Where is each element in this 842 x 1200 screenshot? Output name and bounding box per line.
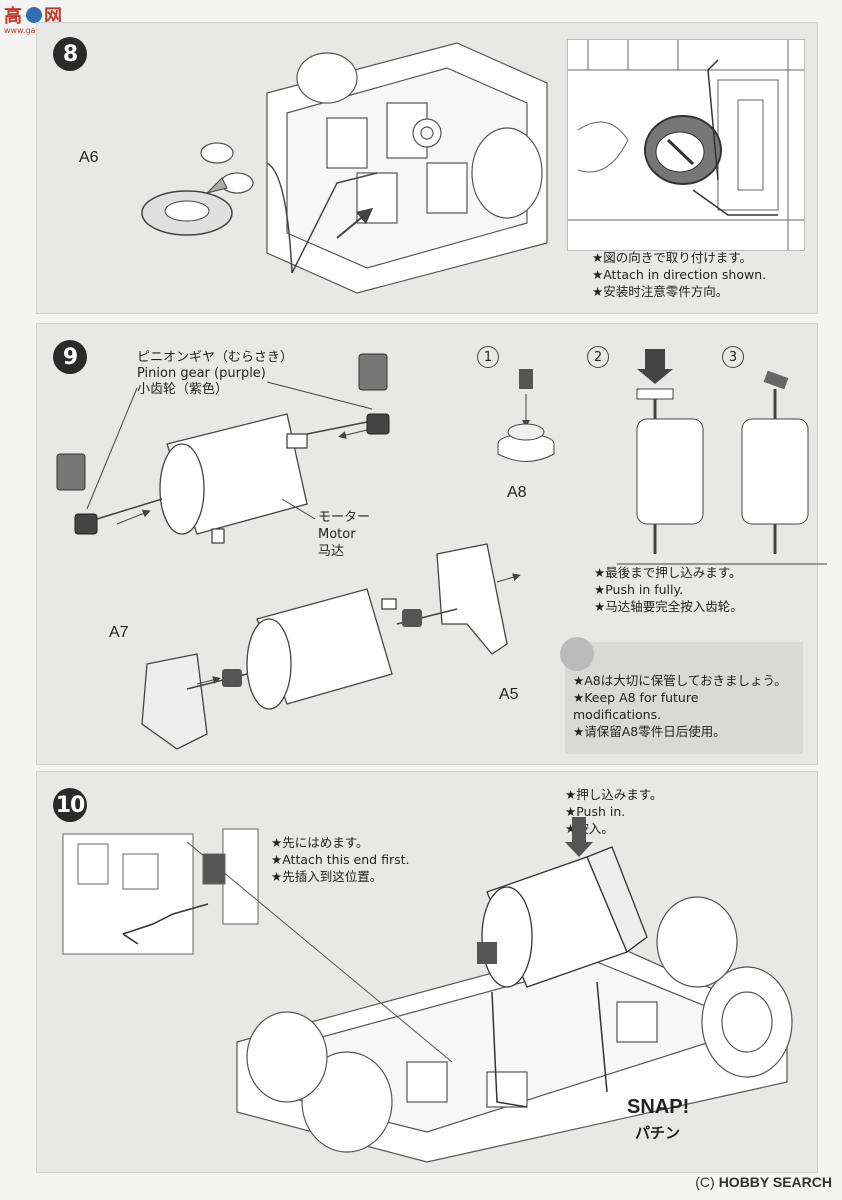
step-10-panel: 10 ★先にはめます。 ★Attach this end first. ★先插入… <box>36 771 818 1173</box>
pinion-label-jp: ピニオンギヤ（むらさき） <box>137 350 294 365</box>
watermark-logo: 高 网 <box>4 5 62 27</box>
a6-terminal-part <box>141 177 233 236</box>
note-en: ★Push in. <box>565 804 626 819</box>
motor-assembly-illustration <box>56 353 521 750</box>
sub-step-3: 3 <box>722 346 744 368</box>
pinion-press-illustration <box>497 349 827 565</box>
push-fully-notes: ★最後まで押し込みます。 ★Push in fully. ★马达轴要完全按入齿轮… <box>594 564 743 615</box>
pinion-label-cn: 小齿轮（紫色） <box>137 382 229 397</box>
hobby-search-watermark: (C) HOBBY SEARCH <box>695 1174 832 1190</box>
part-label-a7: A7 <box>109 624 129 641</box>
keep-a8-notice-box <box>565 642 803 754</box>
keep-a8-notes: ★A8は大切に保管しておきましょう。 ★Keep A8 for future m… <box>573 672 787 740</box>
sub-step-2: 2 <box>587 346 609 368</box>
part-label-a8: A8 <box>507 484 527 501</box>
step-9-panel: 9 ピニオンギヤ（むらさき） Pinion gear (purple) 小齿轮（… <box>36 323 827 765</box>
note-jp: ★A8は大切に保管しておきましょう。 <box>573 673 787 688</box>
note-en: ★Push in fully. <box>594 582 684 597</box>
copyright-mark: (C) <box>695 1174 715 1190</box>
snap-label: SNAP! <box>627 1096 690 1118</box>
step-number: 9 <box>53 340 87 374</box>
chassis-illustration <box>200 42 548 294</box>
brand-name: HOBBY SEARCH <box>718 1174 832 1190</box>
pinion-gear-label: ピニオンギヤ（むらさき） Pinion gear (purple) 小齿轮（紫色… <box>137 350 293 398</box>
note-en-cont: modifications. <box>573 707 662 722</box>
step-number: 8 <box>53 37 87 71</box>
note-jp: ★図の向きで取り付けます。 <box>592 250 752 265</box>
push-in-notes: ★押し込みます。 ★Push in. ★按入。 <box>565 786 662 837</box>
svg-text:网: 网 <box>44 6 62 27</box>
pinion-label-en: Pinion gear (purple) <box>137 366 266 381</box>
note-cn: ★马达轴要完全按入齿轮。 <box>594 599 743 614</box>
note-en: ★Attach this end first. <box>271 852 410 867</box>
svg-text:高: 高 <box>4 5 22 27</box>
note-en: ★Attach in direction shown. <box>592 267 767 282</box>
step-8-notes: ★図の向きで取り付けます。 ★Attach in direction shown… <box>592 249 766 300</box>
note-cn: ★先插入到这位置。 <box>271 869 383 884</box>
note-cn: ★请保留A8零件日后使用。 <box>573 724 726 739</box>
attach-first-notes: ★先にはめます。 ★Attach this end first. ★先插入到这位… <box>271 834 409 885</box>
note-jp: ★最後まで押し込みます。 <box>594 565 742 580</box>
part-label-a6: A6 <box>79 149 99 166</box>
notice-burst-icon <box>560 637 594 671</box>
note-jp: ★先にはめます。 <box>271 835 369 850</box>
step-8-detail-inset <box>567 39 805 251</box>
chassis-motor-install-illustration <box>186 817 793 1163</box>
snap-label-jp: パチン <box>635 1125 681 1142</box>
motor-label-jp: モーター <box>318 510 371 525</box>
note-cn: ★安装时注意零件方向。 <box>592 284 729 299</box>
motor-label-en: Motor <box>318 527 356 542</box>
sub-step-1: 1 <box>477 346 499 368</box>
step-8-panel: 8 A6 <box>36 22 818 314</box>
terminal-detail-illustration <box>568 40 804 250</box>
part-label-a5: A5 <box>499 686 519 703</box>
note-en: ★Keep A8 for future <box>573 690 699 705</box>
step-number: 10 <box>53 788 87 822</box>
motor-label: モーター Motor 马达 <box>318 509 370 560</box>
motor-label-cn: 马达 <box>318 544 345 559</box>
note-jp: ★押し込みます。 <box>565 787 663 802</box>
